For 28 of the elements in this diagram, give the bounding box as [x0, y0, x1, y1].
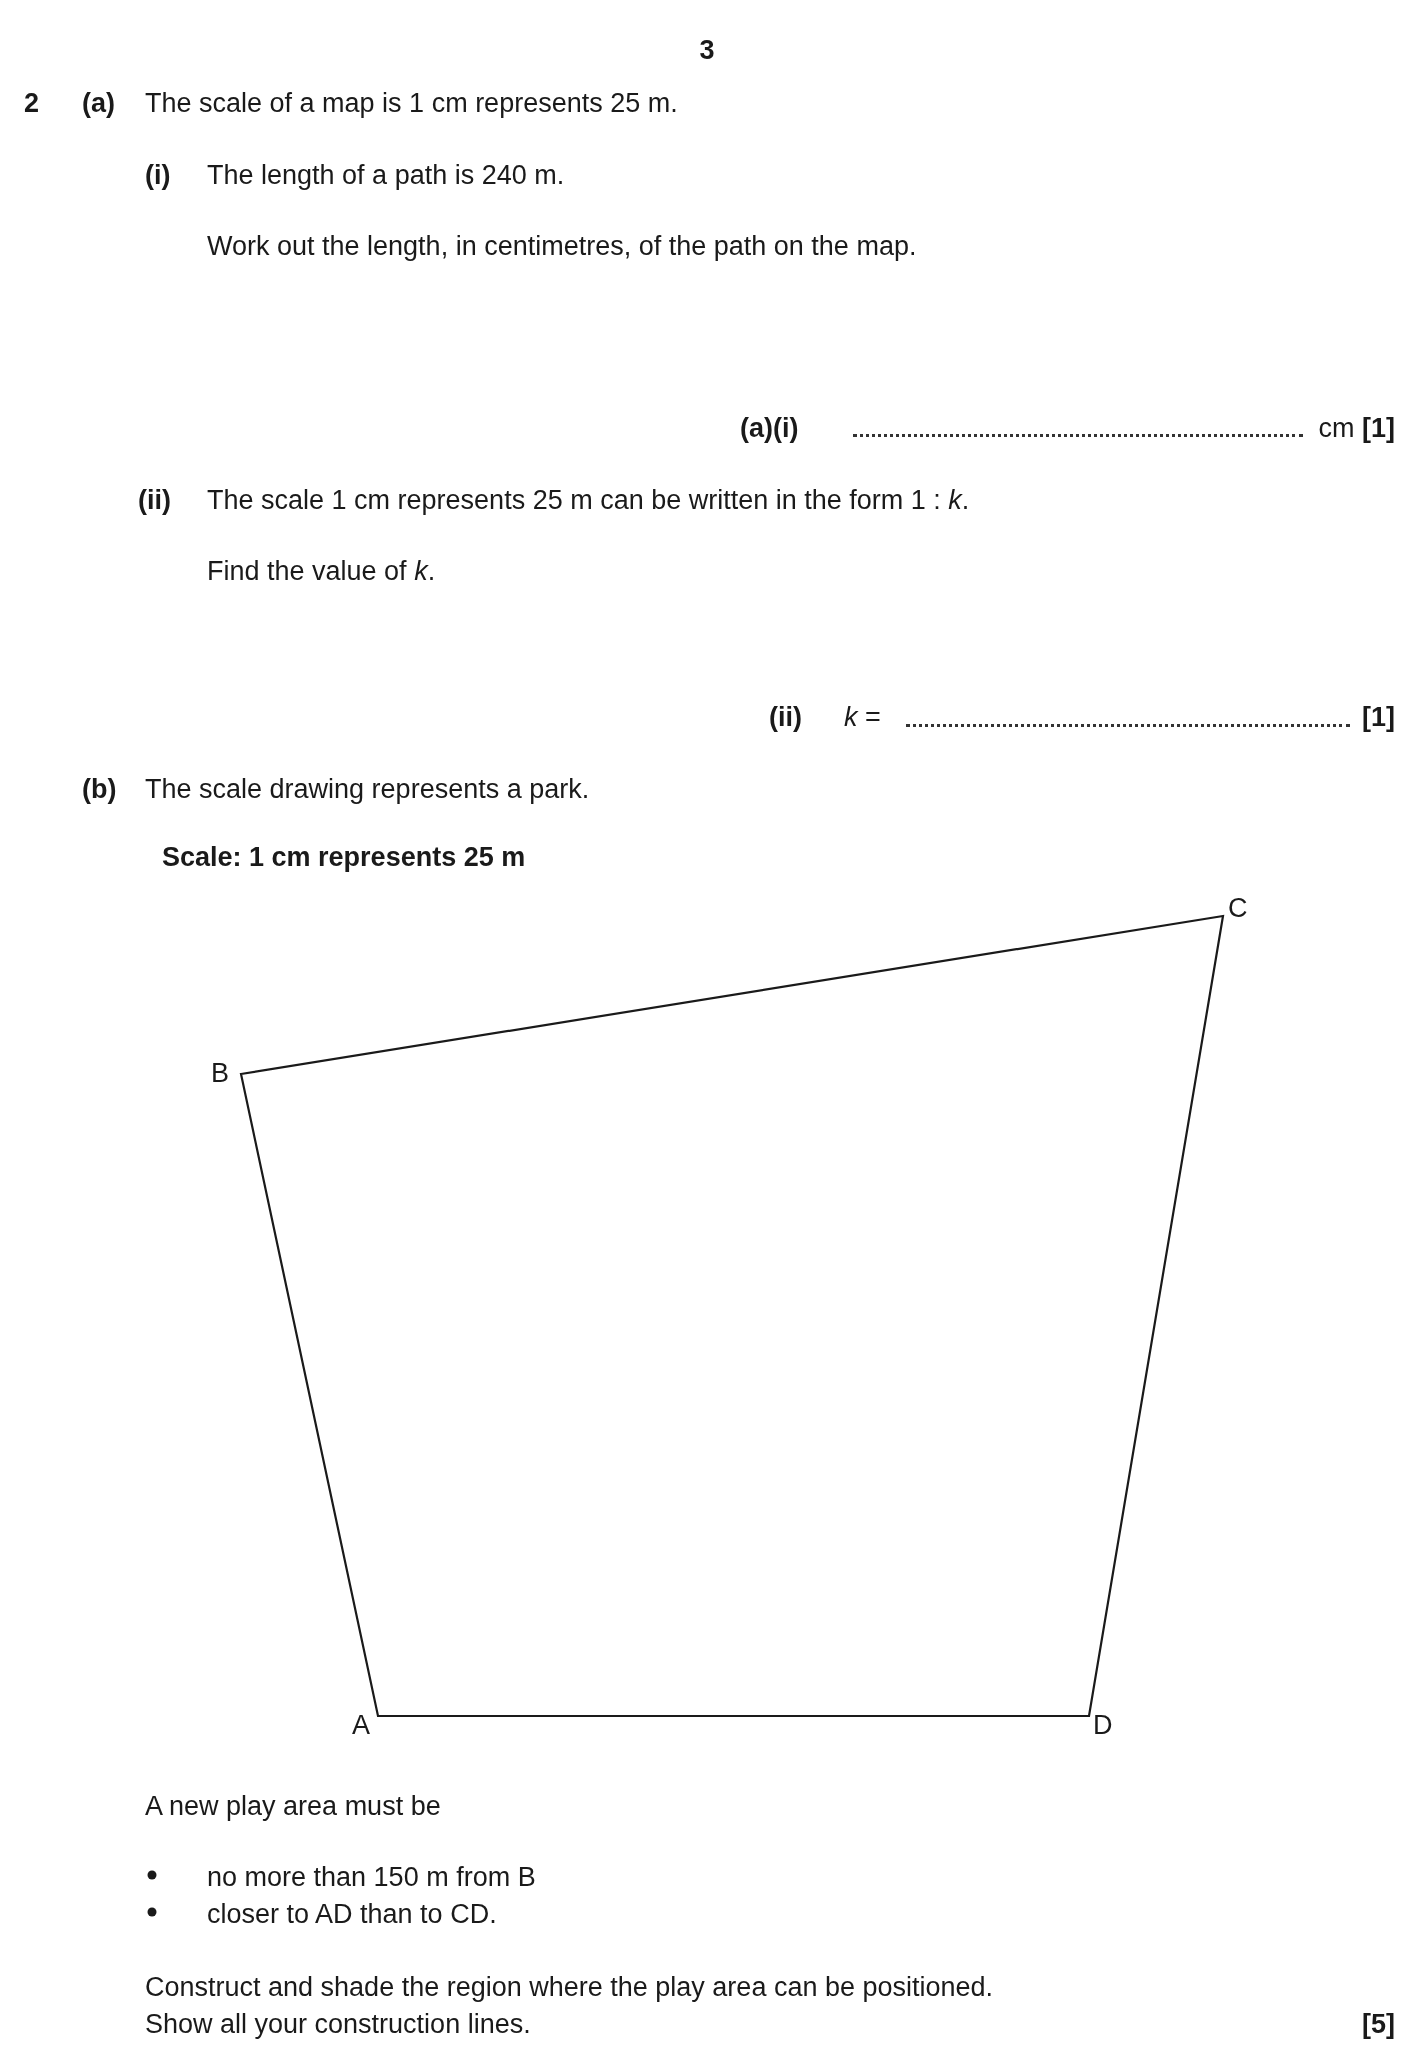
instruction-text: Show all your construction lines. [145, 2007, 531, 2041]
vertex-label: B [211, 1056, 229, 1090]
instruction-text: Construct and shade the region where the play area can be positioned. [145, 1970, 994, 2004]
vertex-label: C [1228, 891, 1248, 925]
part-label: (a) [82, 86, 115, 120]
scale-label: Scale: 1 cm represents 25 m [162, 840, 526, 874]
question-text: The length of a path is 240 m. [207, 158, 565, 192]
condition-text: no more than 150 m from B [207, 1860, 536, 1894]
answer-unit: cm [1] [1318, 411, 1395, 445]
answer-label: (a)(i) [740, 411, 799, 445]
mark-allocation: [1] [1362, 700, 1395, 734]
answer-label: k = [844, 700, 881, 734]
part-label: (b) [82, 772, 117, 806]
vertex-label: D [1093, 1708, 1113, 1742]
condition-text: closer to AD than to CD. [207, 1897, 497, 1931]
question-text: The scale drawing represents a park. [145, 772, 590, 806]
part-label: (ii) [138, 483, 171, 517]
part-label: (i) [145, 158, 171, 192]
answer-label: (ii) [769, 700, 802, 734]
page-number: 3 [699, 33, 715, 67]
instruction-text: Find the value of k. [207, 554, 436, 588]
mark-allocation: [5] [1362, 2007, 1395, 2041]
question-number: 2 [24, 86, 40, 120]
instruction-text: A new play area must be [145, 1789, 441, 1823]
instruction-text: Work out the length, in centimetres, of the path on the map. [207, 229, 917, 263]
question-text: The scale of a map is 1 cm represents 25 m. [145, 86, 678, 120]
question-text: The scale 1 cm represents 25 m can be written in the form 1 : k. [207, 483, 970, 517]
vertex-label: A [352, 1708, 370, 1742]
